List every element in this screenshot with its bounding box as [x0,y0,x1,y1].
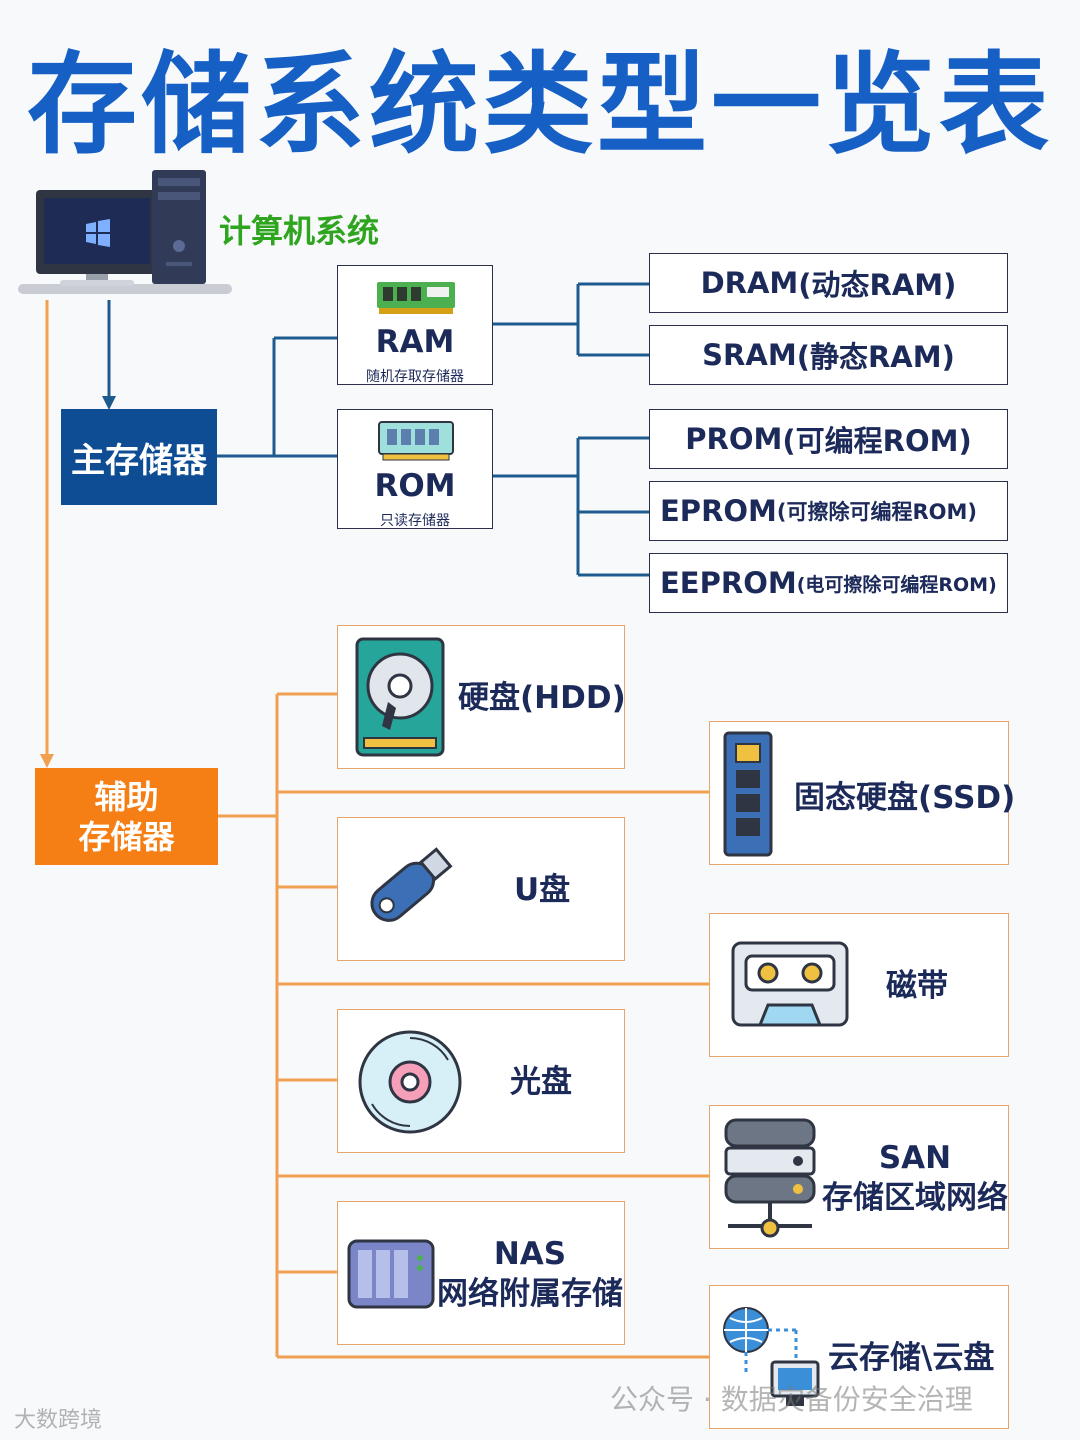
optical-disc-icon [356,1028,464,1136]
ssd-node: 固态硬盘(SSD) [709,721,1009,865]
ssd-icon [722,730,774,858]
cloud-label: 云存储\云盘 [828,1338,994,1378]
nas-device-icon [346,1238,436,1310]
aux-memory-node: 辅助 存储器 [35,768,218,865]
disc-node: 光盘 [337,1009,625,1153]
rom-desc: 只读存储器 [338,510,492,530]
eprom-node: EPROM(可擦除可编程ROM) [649,481,1008,541]
rom-name: ROM [338,468,492,504]
san-node: SAN 存储区域网络 [709,1105,1009,1249]
hdd-label: 硬盘(HDD) [458,678,626,718]
cassette-tape-icon [730,940,850,1030]
nas-node: NAS 网络附属存储 [337,1201,625,1345]
ram-desc: 随机存取存储器 [338,366,492,386]
usb-drive-icon [348,834,458,944]
ram-node: RAM 随机存取存储器 [337,265,493,385]
tape-node: 磁带 [709,913,1009,1057]
usb-node: U盘 [337,817,625,961]
disc-label: 光盘 [510,1062,572,1102]
ram-chip-icon [375,278,457,316]
usb-label: U盘 [514,870,570,910]
eeprom-node: EEPROM(电可擦除可编程ROM) [649,553,1008,613]
rom-chip-icon [377,418,455,462]
ssd-label: 固态硬盘(SSD) [794,778,1015,818]
hdd-node: 硬盘(HDD) [337,625,625,769]
prom-node: PROM(可编程ROM) [649,409,1008,469]
rom-node: ROM 只读存储器 [337,409,493,529]
ram-name: RAM [338,324,492,360]
server-rack-icon [722,1114,818,1242]
watermark-account: 公众号 · 数据灾备份安全治理 [610,1378,973,1418]
tape-label: 磁带 [886,966,948,1006]
nas-label: NAS 网络附属存储 [436,1234,624,1314]
san-label: SAN 存储区域网络 [822,1138,1008,1218]
watermark-source: 大数跨境 [14,1402,102,1434]
hard-disk-icon [354,636,446,758]
main-memory-node: 主存储器 [61,409,217,505]
desktop-computer-icon [16,166,234,296]
computer-system-label: 计算机系统 [219,206,379,252]
dram-node: DRAM(动态RAM) [649,253,1008,313]
sram-node: SRAM(静态RAM) [649,325,1008,385]
